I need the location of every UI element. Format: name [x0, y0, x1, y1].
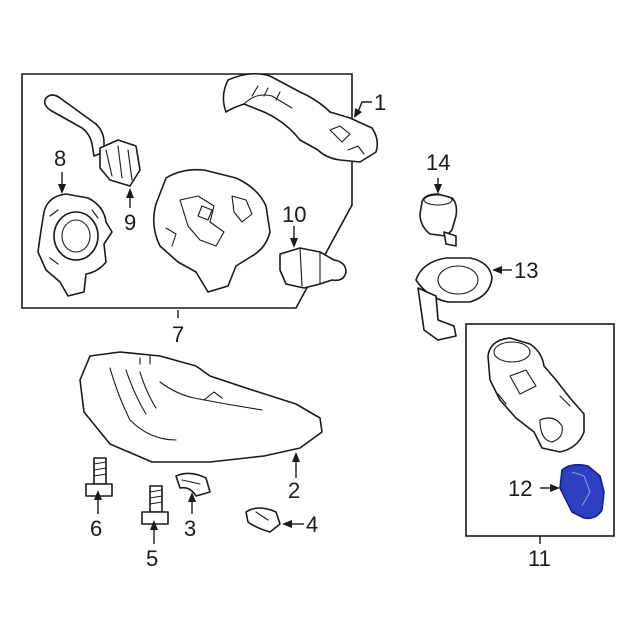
retainer-part-4[interactable]: [245, 507, 281, 533]
callout-6: 6: [90, 516, 102, 541]
clockspring-part-8[interactable]: [37, 193, 113, 297]
callout-10: 10: [282, 202, 306, 227]
callout-13: 13: [514, 258, 538, 283]
switch-part-10[interactable]: [279, 247, 347, 289]
lock-cylinder-part-14[interactable]: [419, 193, 458, 247]
upper-shroud-part-1[interactable]: [222, 72, 379, 163]
callout-14: 14: [426, 150, 450, 175]
callout-labels: 1 8 9 10 7 14 13 2 6 5 3 4 12 11: [54, 90, 551, 571]
screw-part-6[interactable]: [85, 457, 113, 497]
callout-1: 1: [374, 90, 386, 115]
callout-9: 9: [124, 210, 136, 235]
screw-part-5[interactable]: [141, 485, 169, 525]
callout-4: 4: [306, 512, 318, 537]
lever-switch-part-9[interactable]: [43, 94, 141, 187]
leader-lines: [58, 101, 560, 544]
callout-3: 3: [184, 516, 196, 541]
callout-7: 7: [172, 322, 184, 347]
clip-part-3[interactable]: [175, 472, 211, 497]
ignition-switch-part-12-highlighted[interactable]: [559, 463, 605, 520]
lower-shroud-part-2[interactable]: [79, 351, 323, 463]
ignition-ring-part-13[interactable]: [415, 257, 493, 341]
callout-11: 11: [528, 546, 551, 571]
callout-2: 2: [288, 478, 300, 503]
switch-housing[interactable]: [152, 168, 271, 293]
callout-5: 5: [146, 546, 158, 571]
callout-8: 8: [54, 146, 66, 171]
ignition-housing[interactable]: [487, 337, 585, 453]
callout-12: 12: [508, 476, 532, 501]
